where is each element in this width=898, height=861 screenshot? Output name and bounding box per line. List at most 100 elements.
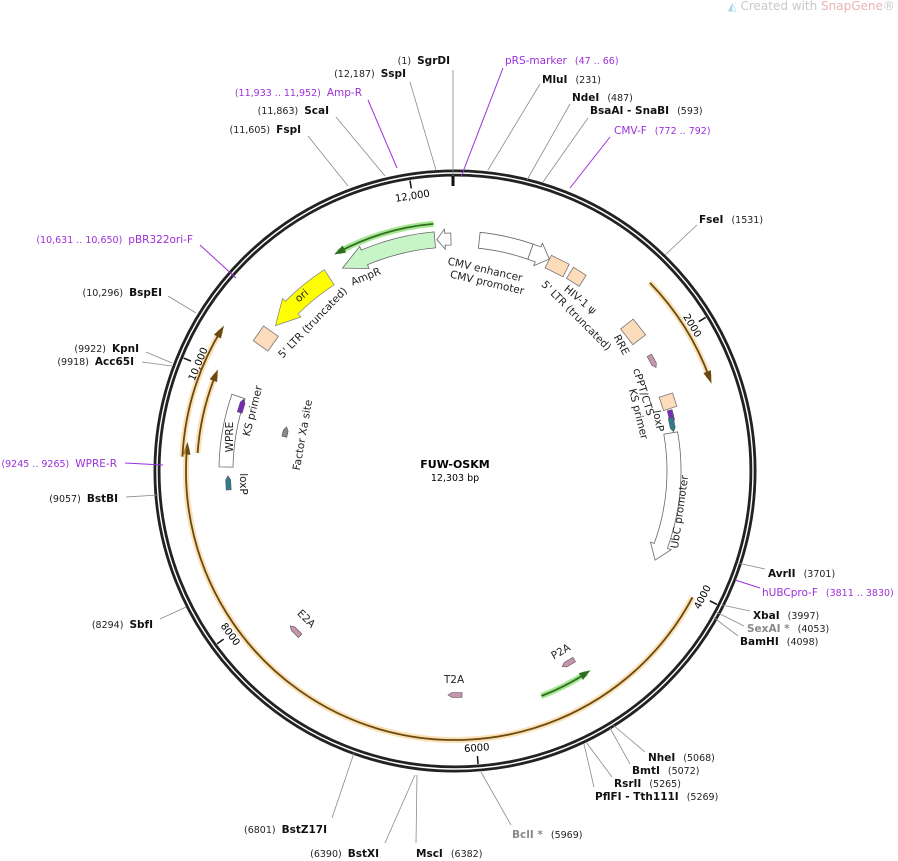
site-label[interactable]: (9918)Acc65I (57, 356, 134, 368)
site-bstz17i[interactable]: (6801)BstZ17I (244, 752, 355, 836)
site-mlui[interactable]: MluI(231) (487, 74, 601, 171)
site-rsrii[interactable]: RsrII(5265) (585, 741, 681, 790)
primer-prs-marker[interactable]: pRS-marker(47 .. 66) (460, 55, 619, 178)
site-label[interactable]: XbaI(3997) (753, 610, 819, 622)
ltr-box-left[interactable] (252, 325, 279, 352)
t2a-mark[interactable] (447, 692, 463, 698)
site-label[interactable]: (12,187)SspI (334, 68, 406, 80)
site-label[interactable]: pRS-marker(47 .. 66) (505, 55, 619, 67)
feature-label[interactable]: KS primer (241, 384, 265, 438)
primer-wpre-r[interactable]: (9245 .. 9265)WPRE-R (1, 458, 164, 470)
green-arc-bottom[interactable] (540, 670, 591, 699)
primer-hubcpro-f[interactable]: hUBCpro-F(3811 .. 3830) (734, 579, 894, 599)
site-label[interactable]: MscI(6382) (416, 848, 482, 860)
site-label[interactable]: (8294)SbfI (92, 619, 153, 631)
site-label[interactable]: SexAI *(4053) (747, 623, 829, 635)
site-label[interactable]: (11,933 .. 11,952)Amp-R (235, 87, 362, 99)
site-name: BsaAI - SnaBI (590, 105, 669, 117)
site-bstbi[interactable]: (9057)BstBI (49, 493, 159, 505)
site-pflfi-tth111i[interactable]: PflFI - Tth111I(5269) (583, 743, 718, 803)
site-label[interactable]: RsrII(5265) (614, 778, 681, 790)
site-label[interactable]: BmtI(5072) (632, 765, 699, 777)
site-label[interactable]: (11,605)FspI (229, 124, 301, 136)
cmv-promoter-feature[interactable] (527, 242, 550, 267)
site-label[interactable]: NdeI(487) (572, 92, 633, 104)
site-label[interactable]: AvrII(3701) (768, 568, 835, 580)
site-bstxi[interactable]: (6390)BstXI (310, 774, 416, 860)
orf-arc-4[interactable] (194, 369, 219, 454)
site-msci[interactable]: MscI(6382) (415, 774, 482, 860)
primer-pbr322ori-f[interactable]: (10,631 .. 10,650)pBR322ori-F (36, 234, 237, 279)
e2a-mark[interactable] (288, 624, 303, 638)
feature-label[interactable]: loxP (237, 473, 249, 495)
site-label[interactable]: hUBCpro-F(3811 .. 3830) (762, 587, 894, 599)
site-label[interactable]: MluI(231) (542, 74, 601, 86)
site-label[interactable]: (10,631 .. 10,650)pBR322ori-F (36, 234, 193, 246)
orf-arc-1[interactable] (647, 280, 713, 384)
factor-xa-mark[interactable] (281, 426, 289, 438)
site-ndei[interactable]: NdeI(487) (526, 92, 633, 181)
site-label[interactable]: (11,863)ScaI (258, 105, 329, 117)
p2a-mark[interactable] (561, 657, 576, 668)
site-kpni[interactable]: (9922)KpnI (74, 343, 173, 364)
site-nhei[interactable]: NheI(5068) (612, 724, 715, 764)
primer-amp-r[interactable]: (11,933 .. 11,952)Amp-R (235, 87, 398, 169)
site-bamhi[interactable]: BamHI(4098) (712, 616, 818, 648)
site-acc65i[interactable]: (9918)Acc65I (57, 356, 173, 368)
site-label[interactable]: PflFI - Tth111I(5269) (595, 791, 718, 803)
site-label[interactable]: (9057)BstBI (49, 493, 118, 505)
site-sgrdi[interactable]: (1)SgrDI (398, 55, 454, 176)
site-label[interactable]: BamHI(4098) (740, 636, 818, 648)
site-xbai[interactable]: XbaI(3997) (721, 604, 819, 622)
orf-arc-3[interactable] (179, 325, 224, 457)
cppt-box[interactable] (658, 392, 678, 412)
primer-cmv-f[interactable]: CMV-F(772 .. 792) (569, 125, 711, 189)
ori-feature[interactable] (274, 269, 335, 327)
site-bsaai-snabi[interactable]: BsaAI - SnaBI(593) (542, 105, 703, 183)
feature-label[interactable]: T2A (443, 674, 465, 686)
ampr-feature[interactable] (341, 231, 436, 269)
site-label[interactable]: (6801)BstZ17I (244, 824, 327, 836)
site-sspi[interactable]: (12,187)SspI (334, 68, 437, 171)
feature-label[interactable]: WPRE (224, 422, 236, 453)
site-label[interactable]: BclI *(5969) (512, 829, 582, 841)
feature-label[interactable]: AmpR (349, 266, 383, 289)
site-pos: (47 .. 66) (575, 56, 619, 67)
green-arc-top[interactable] (334, 220, 434, 255)
site-label[interactable]: CMV-F(772 .. 792) (614, 125, 711, 137)
site-label[interactable]: FseI(1531) (699, 214, 763, 226)
site-label[interactable]: (9922)KpnI (74, 343, 139, 355)
rre-box[interactable] (620, 318, 647, 346)
site-scai[interactable]: (11,863)ScaI (258, 105, 386, 177)
loxp-left-mark[interactable] (225, 475, 232, 491)
site-bmti[interactable]: BmtI(5072) (609, 727, 699, 777)
site-name: SbfI (129, 619, 153, 631)
site-avrii[interactable]: AvrII(3701) (737, 562, 835, 580)
ks-primer-left-mark[interactable] (236, 398, 246, 414)
cppt-arrow[interactable] (646, 353, 658, 369)
ubc-promoter-feature[interactable] (649, 431, 682, 561)
loxp-right-mark[interactable] (667, 417, 676, 433)
ampr-promoter-feature[interactable] (436, 228, 452, 251)
feature-label[interactable]: E2A (295, 608, 319, 632)
site-label[interactable]: (1)SgrDI (398, 55, 450, 67)
site-bspei[interactable]: (10,296)BspEI (82, 287, 197, 314)
site-sexai[interactable]: SexAI *(4053) (715, 611, 829, 635)
site-label[interactable]: (10,296)BspEI (82, 287, 162, 299)
cmv-enhancer-feature[interactable] (477, 231, 534, 260)
site-label[interactable]: BsaAI - SnaBI(593) (590, 105, 703, 117)
feature-label[interactable]: loxP (650, 409, 666, 432)
site-bcli[interactable]: BclI *(5969) (480, 771, 582, 841)
feature-label[interactable]: Factor Xa site (291, 399, 315, 471)
tick-mark (476, 756, 479, 765)
site-sbfi[interactable]: (8294)SbfI (92, 606, 187, 631)
site-label[interactable]: (6390)BstXI (310, 848, 379, 860)
site-label[interactable]: (9245 .. 9265)WPRE-R (1, 458, 117, 470)
site-label[interactable]: NheI(5068) (648, 752, 715, 764)
snapgene-watermark: ◭Created with SnapGene® (728, 0, 895, 13)
ltr-box-right[interactable] (544, 254, 570, 278)
hiv-psi-box[interactable] (565, 266, 587, 287)
site-fsei[interactable]: FseI(1531) (664, 214, 763, 256)
leader-line (715, 611, 745, 627)
site-fspi[interactable]: (11,605)FspI (229, 124, 349, 187)
